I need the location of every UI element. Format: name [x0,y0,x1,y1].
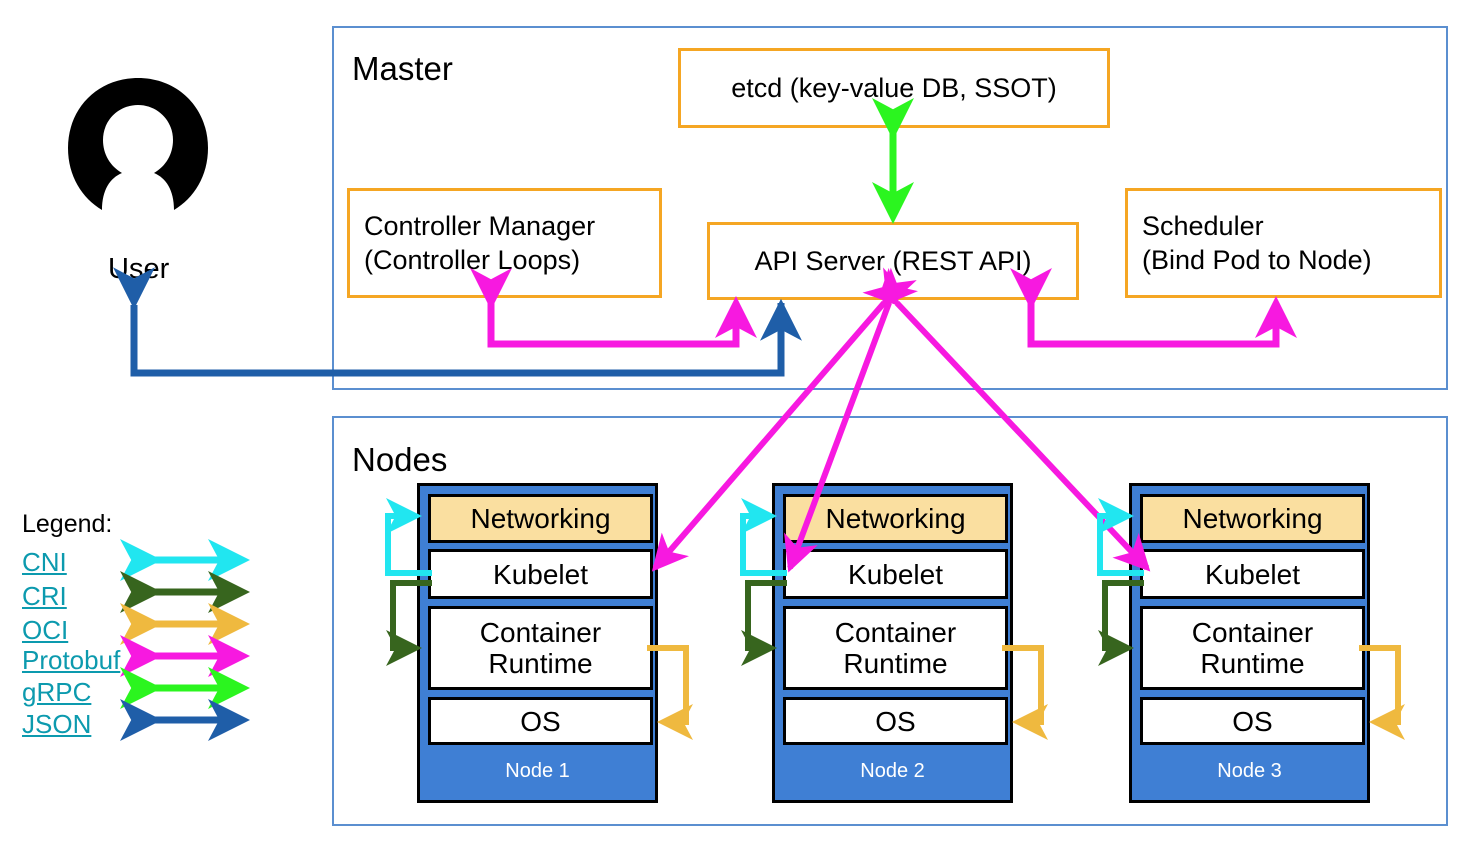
controller-manager-box[interactable]: Controller Manager (Controller Loops) [347,188,662,298]
node1-layer-kubelet[interactable]: Kubelet [428,549,653,599]
etcd-box[interactable]: etcd (key-value DB, SSOT) [678,48,1110,128]
node3-os-label: OS [1232,705,1273,737]
node1-container-runtime-label-line1: Container [479,617,602,648]
node1-layer-container-runtime[interactable]: Container Runtime [428,606,653,690]
node1-layer-os[interactable]: OS [428,697,653,745]
node1-kubelet-label: Kubelet [493,558,588,590]
node3-networking-label: Networking [1182,503,1323,534]
user-label: User [108,253,170,285]
scheduler-box[interactable]: Scheduler (Bind Pod to Node) [1125,188,1442,298]
master-group-title: Master [352,50,453,87]
user-avatar-icon [64,74,212,222]
scheduler-label-line2: (Bind Pod to Node) [1142,245,1372,275]
node3-kubelet-label: Kubelet [1205,558,1300,590]
node3-layer-container-runtime[interactable]: Container Runtime [1140,606,1365,690]
controller-manager-label-line1: Controller Manager [364,211,596,241]
node2-name-label: Node 2 [860,760,925,782]
node2-container-runtime-label-line1: Container [834,617,957,648]
node2-layer-networking[interactable]: Networking [783,494,1008,543]
scheduler-label-line1: Scheduler [1142,211,1264,241]
legend-label-json[interactable]: JSON [22,709,92,739]
node2-layer-container-runtime[interactable]: Container Runtime [783,606,1008,690]
node1-container-runtime-label-line2: Runtime [488,648,593,679]
node1-os-label: OS [520,705,561,737]
legend-title: Legend: [22,510,113,538]
node3-container-runtime-label-line1: Container [1191,617,1314,648]
node1-name-label: Node 1 [505,760,570,782]
node3-container-runtime-label-line2: Runtime [1200,648,1305,679]
node1-networking-label: Networking [470,503,611,534]
node2-kubelet-label: Kubelet [848,558,943,590]
node-box-1[interactable]: Networking Kubelet Container Runtime OS … [417,483,658,803]
node2-os-label: OS [875,705,916,737]
node-box-3[interactable]: Networking Kubelet Container Runtime OS … [1129,483,1370,803]
controller-manager-label-line2: (Controller Loops) [364,245,581,275]
node3-name-label: Node 3 [1217,760,1282,782]
nodes-group-title: Nodes [352,441,448,478]
node-box-2[interactable]: Networking Kubelet Container Runtime OS … [772,483,1013,803]
etcd-label: etcd (key-value DB, SSOT) [731,73,1057,103]
legend-label-protobuf[interactable]: Protobuf [22,645,121,675]
legend-label-oci[interactable]: OCI [22,615,69,645]
api-server-box[interactable]: API Server (REST API) [707,222,1079,300]
legend-label-cni[interactable]: CNI [22,547,67,577]
node2-layer-kubelet[interactable]: Kubelet [783,549,1008,599]
legend-label-cri[interactable]: CRI [22,581,67,611]
node3-layer-networking[interactable]: Networking [1140,494,1365,543]
node2-container-runtime-label-line2: Runtime [843,648,948,679]
node2-networking-label: Networking [825,503,966,534]
node2-layer-os[interactable]: OS [783,697,1008,745]
api-server-label: API Server (REST API) [754,246,1032,276]
node3-layer-os[interactable]: OS [1140,697,1365,745]
node1-layer-networking[interactable]: Networking [428,494,653,543]
legend-label-grpc[interactable]: gRPC [22,677,92,707]
node3-layer-kubelet[interactable]: Kubelet [1140,549,1365,599]
